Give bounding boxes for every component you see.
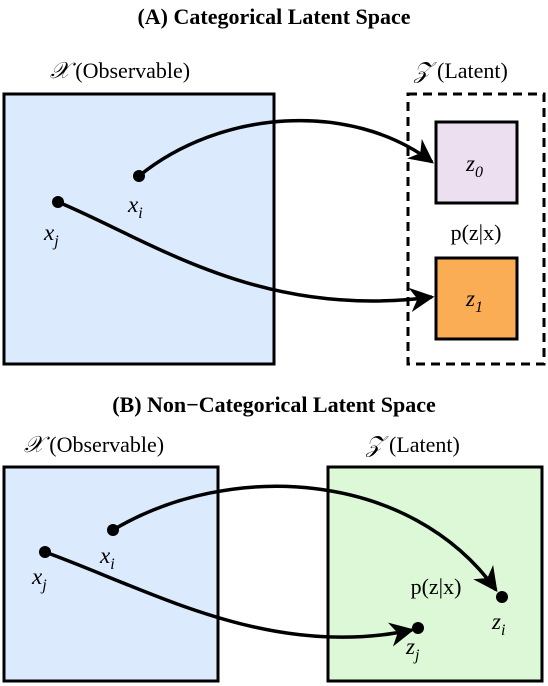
latent-text: (Latent): [432, 58, 508, 83]
z1-label: z1: [465, 286, 483, 316]
point-zi: [496, 591, 508, 603]
arrow-xj-to-z1: [57, 200, 435, 313]
panel-a-latent-container: [406, 92, 546, 366]
observable-text: (Observable): [70, 58, 190, 83]
panel-b-latent-label: 𝒵 (Latent): [365, 432, 460, 457]
panel-a-posterior-label: p(z|x): [451, 220, 502, 245]
panel-a-observable-box: [2, 92, 276, 366]
arrow-xi-to-zi: [112, 484, 498, 592]
point-xi-label: xi: [127, 192, 143, 222]
panel-a-title: (A) Categorical Latent Space: [137, 4, 410, 29]
panel-b-latent-box: [326, 465, 544, 683]
arrow-xj-to-zj: [44, 550, 415, 647]
observable-text: (Observable): [44, 432, 164, 457]
panel-a-observable-label: 𝒳 (Observable): [50, 58, 190, 83]
z1-category-box: [434, 256, 519, 341]
panel-b: (B) Non−Categorical Latent Space 𝒳 (Obse…: [2, 392, 544, 683]
point-xj-label: xj: [31, 564, 47, 594]
panel-b-title: (B) Non−Categorical Latent Space: [112, 392, 436, 417]
panel-a: (A) Categorical Latent Space 𝒳 (Observab…: [2, 4, 546, 366]
z0-category-box: [434, 120, 519, 205]
panel-a-latent-label: 𝒵 (Latent): [413, 58, 508, 83]
point-zj: [412, 622, 424, 634]
panel-b-observable-label: 𝒳 (Observable): [24, 432, 164, 457]
panel-b-posterior-label: p(z|x): [411, 574, 462, 599]
panel-b-observable-box: [2, 465, 220, 683]
z0-label: z0: [465, 151, 483, 181]
arrow-xi-to-z0: [137, 118, 434, 178]
point-xj-label: xj: [43, 220, 59, 250]
point-zi-label: zi: [491, 609, 505, 639]
latent-text: (Latent): [384, 432, 460, 457]
point-xi-label: xi: [99, 543, 115, 573]
